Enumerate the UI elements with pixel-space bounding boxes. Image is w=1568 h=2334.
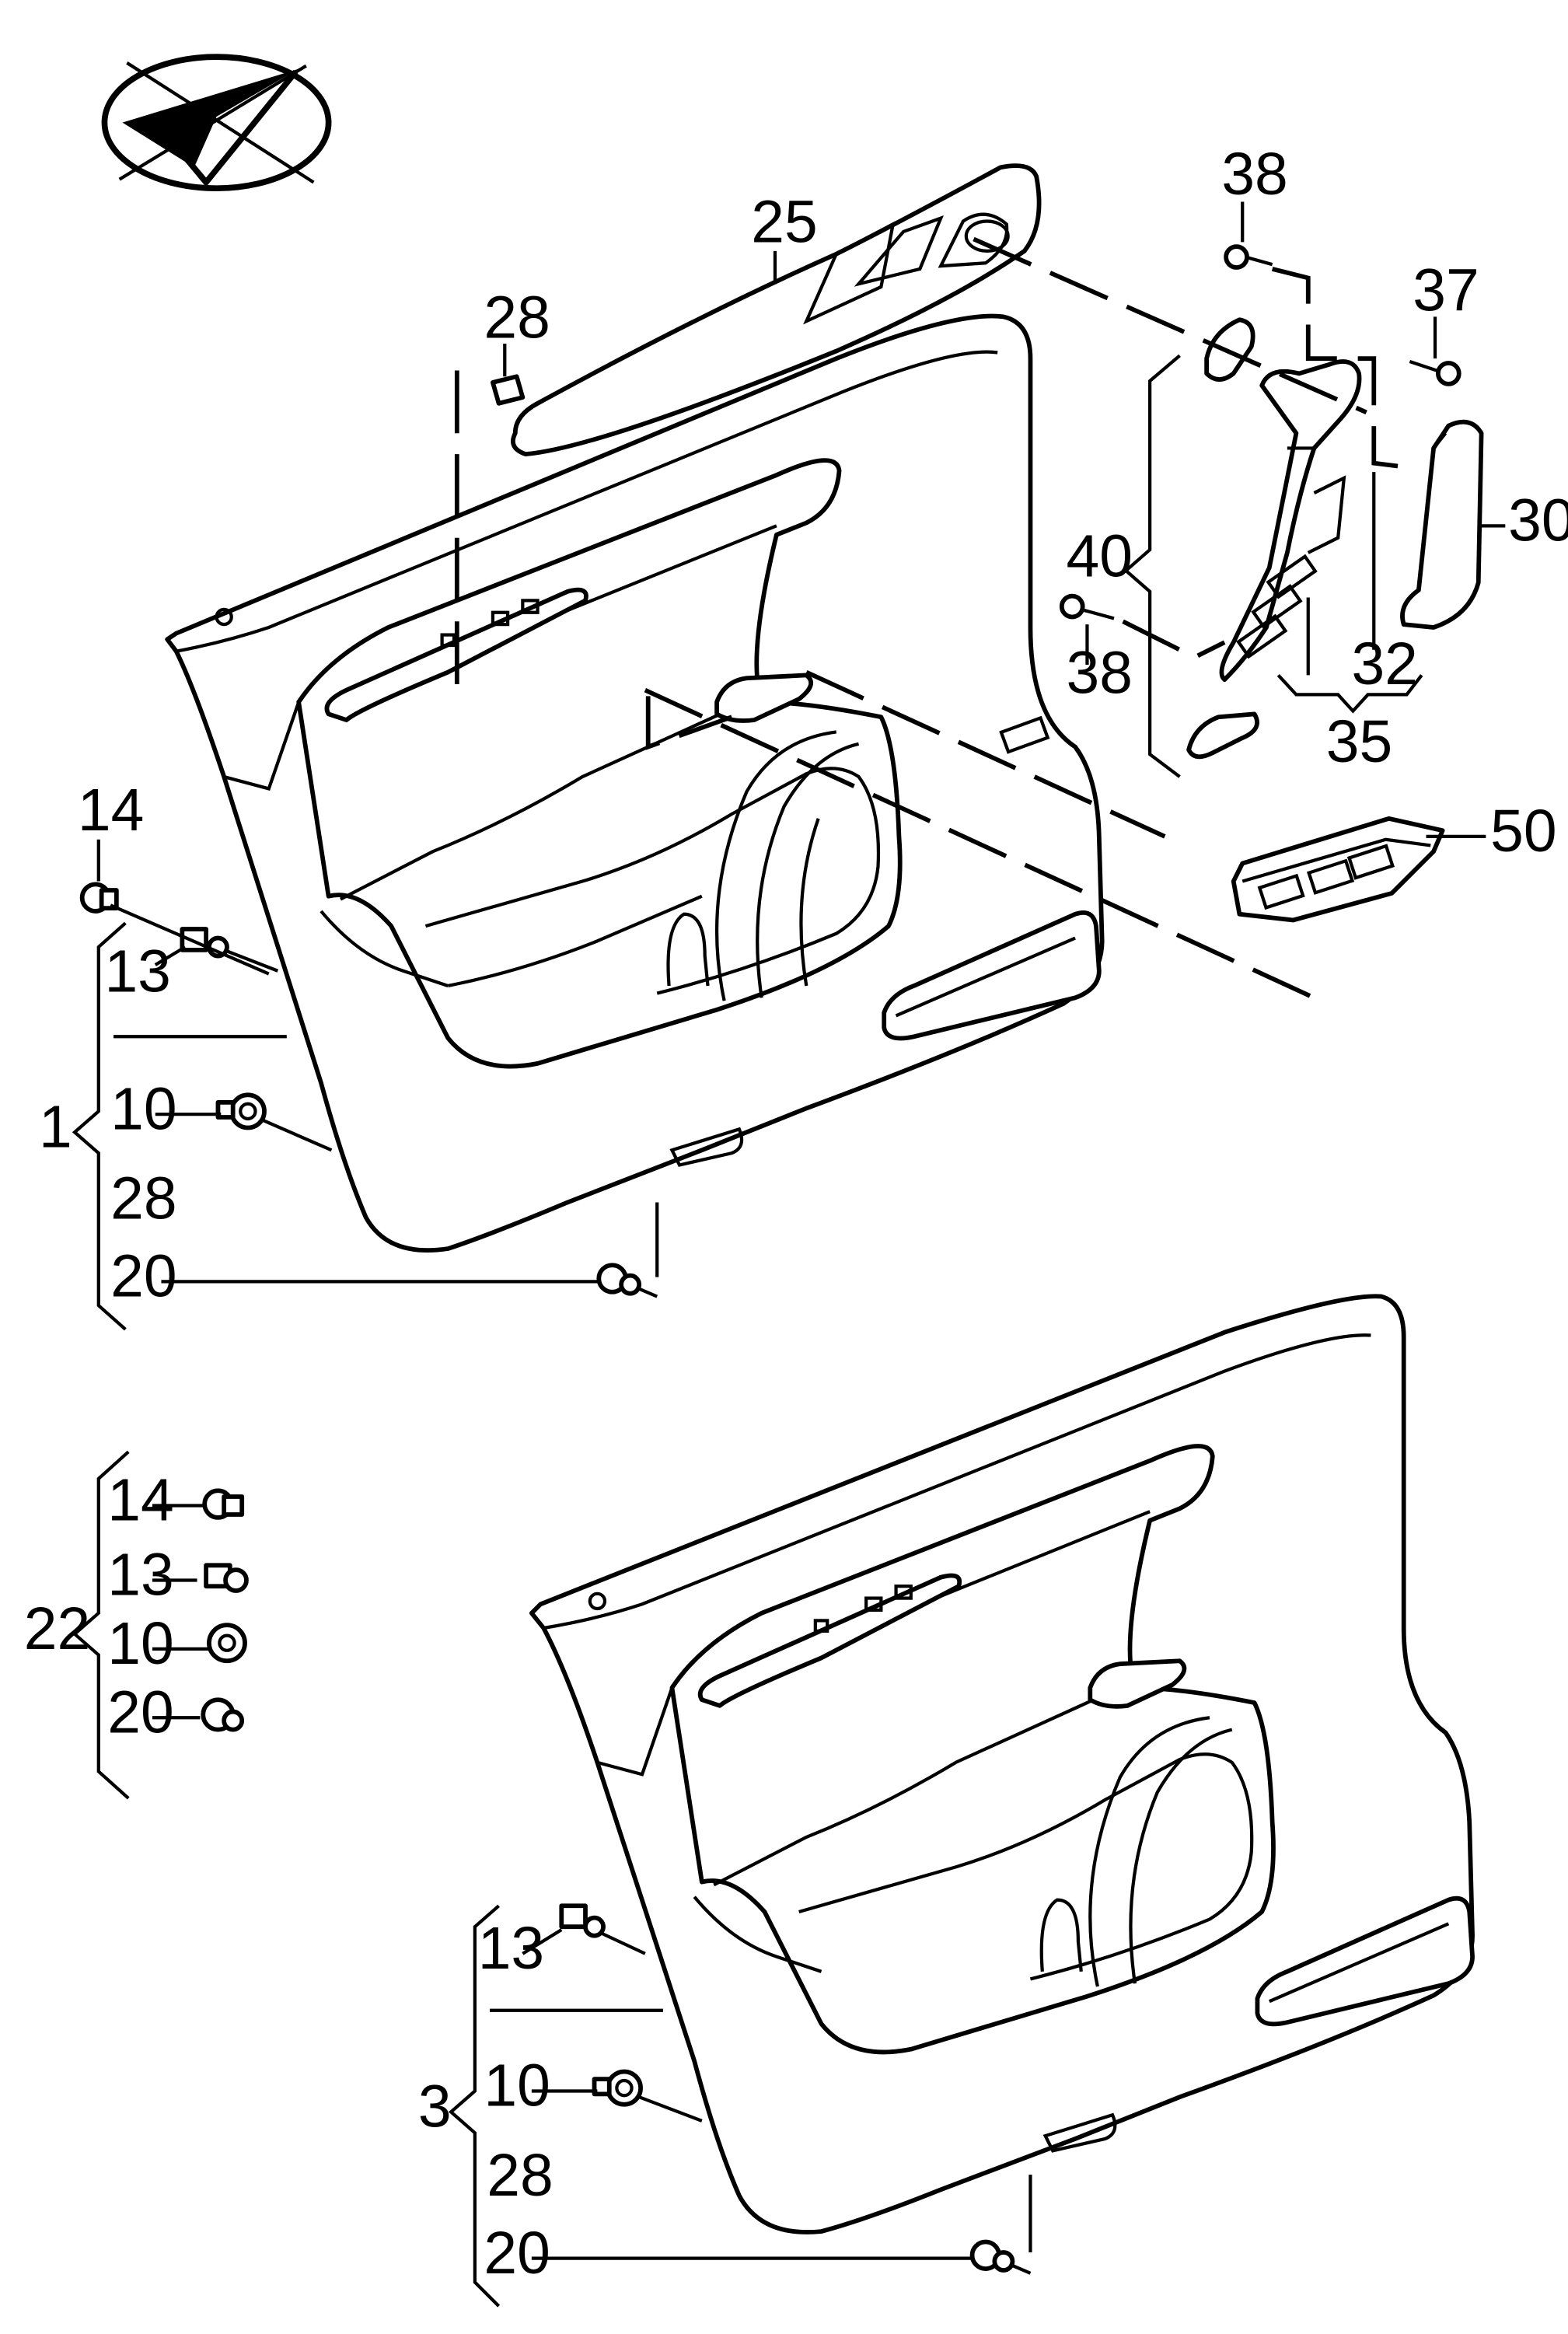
callout-14-top: 14 [78, 777, 144, 844]
leader-lines [72, 201, 1506, 2308]
callout-20-top: 20 [110, 1243, 176, 1310]
callout-37: 37 [1413, 257, 1479, 324]
armrest-grip-35 [1219, 359, 1362, 683]
screw-38-mid [1059, 593, 1115, 620]
clip-14-group [202, 1488, 245, 1520]
window-switch-50 [1231, 816, 1445, 923]
trim-ring-lower [1186, 711, 1259, 760]
callout-labels: 25 28 38 37 30 32 35 40 38 50 14 13 1 10… [24, 141, 1568, 2287]
callout-38-top: 38 [1221, 141, 1287, 208]
clip-20-group [201, 1697, 245, 1732]
callout-32: 32 [1351, 631, 1417, 697]
door-panel-lower [529, 1294, 1475, 2234]
trim-cover-30 [1400, 419, 1484, 630]
callout-50: 50 [1490, 798, 1556, 865]
callout-30: 30 [1508, 487, 1568, 554]
clip-20-bottom [969, 2239, 1015, 2273]
clip-14-top [79, 882, 119, 914]
assembly-dashed-lines [454, 236, 1399, 1000]
callout-10-bottom: 10 [484, 2053, 550, 2119]
clip-28-upper [491, 374, 526, 406]
callout-25: 25 [751, 188, 817, 255]
door-panel-upper [165, 163, 1105, 1253]
callout-28-top: 28 [110, 1165, 176, 1232]
callout-3: 3 [418, 2074, 452, 2140]
callout-20-group: 20 [107, 1679, 173, 1745]
callout-10-group: 10 [107, 1610, 173, 1677]
callout-1: 1 [39, 1093, 72, 1160]
clip-10-top [215, 1092, 267, 1130]
callout-35: 35 [1326, 708, 1392, 775]
clip-10-bottom [592, 2069, 643, 2107]
callout-10-top: 10 [110, 1075, 176, 1142]
callout-13-top: 13 [104, 938, 170, 1005]
callout-40: 40 [1067, 523, 1133, 590]
clip-13-group [204, 1563, 249, 1593]
clip-10-group [207, 1623, 247, 1664]
callout-38-mid: 38 [1067, 639, 1133, 706]
trim-ring-upper [1204, 317, 1255, 382]
clip-20-top [596, 1263, 642, 1296]
callout-28-bottom: 28 [487, 2142, 553, 2209]
callout-20-bottom: 20 [484, 2220, 550, 2287]
callout-28-clip: 28 [484, 284, 550, 351]
callout-14-group: 14 [107, 1467, 173, 1534]
callout-13-group: 13 [107, 1542, 173, 1609]
screw-38-upper [1224, 244, 1273, 270]
callout-22: 22 [24, 1595, 90, 1662]
clip-13-bottom [559, 1903, 606, 1938]
screw-37 [1409, 360, 1461, 386]
logo-emblem [101, 54, 332, 192]
callout-13-bottom: 13 [478, 1915, 544, 1982]
